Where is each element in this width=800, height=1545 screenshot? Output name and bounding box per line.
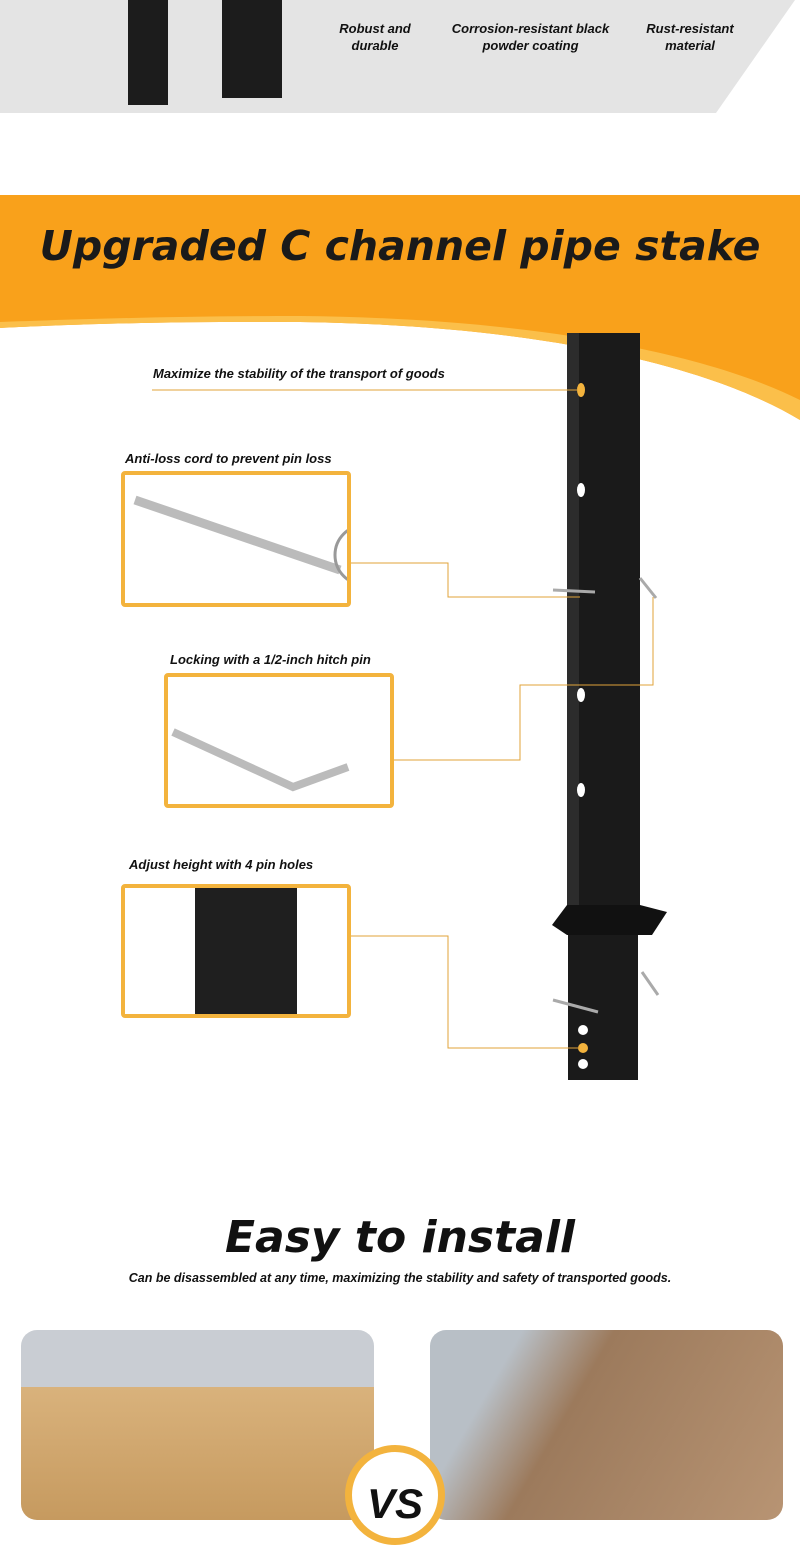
pipe-stake-image bbox=[552, 333, 667, 1080]
background-shapes bbox=[0, 0, 800, 1080]
feature-label: Robust and durable bbox=[339, 21, 411, 53]
feature-label: Corrosion-resistant black powder coating bbox=[451, 21, 610, 53]
fallen-lumber-photo bbox=[430, 1330, 783, 1520]
vs-badge: VS bbox=[345, 1445, 445, 1545]
connector-lines bbox=[152, 389, 654, 1049]
pin-holes-image bbox=[121, 884, 351, 1018]
vs-text: VS bbox=[366, 1480, 424, 1527]
callout-label: Adjust height with 4 pin holes bbox=[129, 857, 314, 872]
banner-title: Upgraded C channel pipe stake bbox=[39, 222, 761, 270]
callout-label: Maximize the stability of the transport … bbox=[153, 366, 445, 381]
secured-lumber-photo bbox=[21, 1330, 374, 1520]
callout-label: Locking with a 1/2-inch hitch pin bbox=[170, 652, 371, 667]
hitch-pin-image bbox=[164, 673, 394, 808]
callout-label: Anti-loss cord to prevent pin loss bbox=[125, 451, 332, 466]
feature-label: Rust-resistant material bbox=[646, 21, 734, 53]
anti-loss-cord-image bbox=[121, 471, 351, 607]
stake-thumbnail-2 bbox=[222, 0, 282, 98]
install-title: Easy to install bbox=[224, 1212, 575, 1263]
stake-thumbnail-1 bbox=[128, 0, 168, 105]
install-subtitle: Can be disassembled at any time, maximiz… bbox=[128, 1271, 672, 1285]
